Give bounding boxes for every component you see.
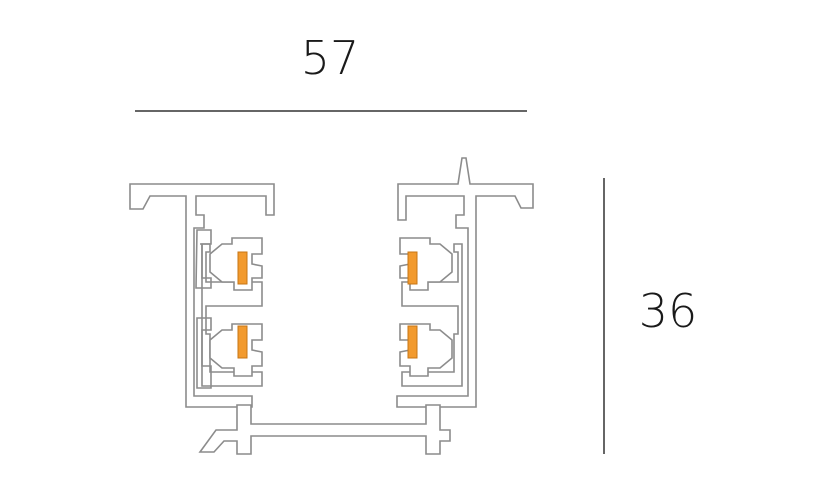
right-inner-frame xyxy=(401,243,463,387)
left-insulator-lower xyxy=(196,317,212,389)
left-insulator xyxy=(195,229,212,289)
left-lower-conductor xyxy=(237,325,248,359)
bottom-base-channel xyxy=(198,404,451,455)
left-upper-conductor xyxy=(237,251,248,285)
left-lower-clip xyxy=(209,323,263,377)
right-upper-conductor xyxy=(407,251,418,285)
right-housing-wall xyxy=(396,157,534,408)
left-housing-wall xyxy=(129,183,275,408)
left-upper-clip xyxy=(209,237,263,291)
left-inner-frame xyxy=(200,243,263,387)
width-dimension-label: 57 xyxy=(300,31,360,85)
right-lower-conductor xyxy=(407,325,418,359)
height-dimension-label: 36 xyxy=(638,284,698,338)
